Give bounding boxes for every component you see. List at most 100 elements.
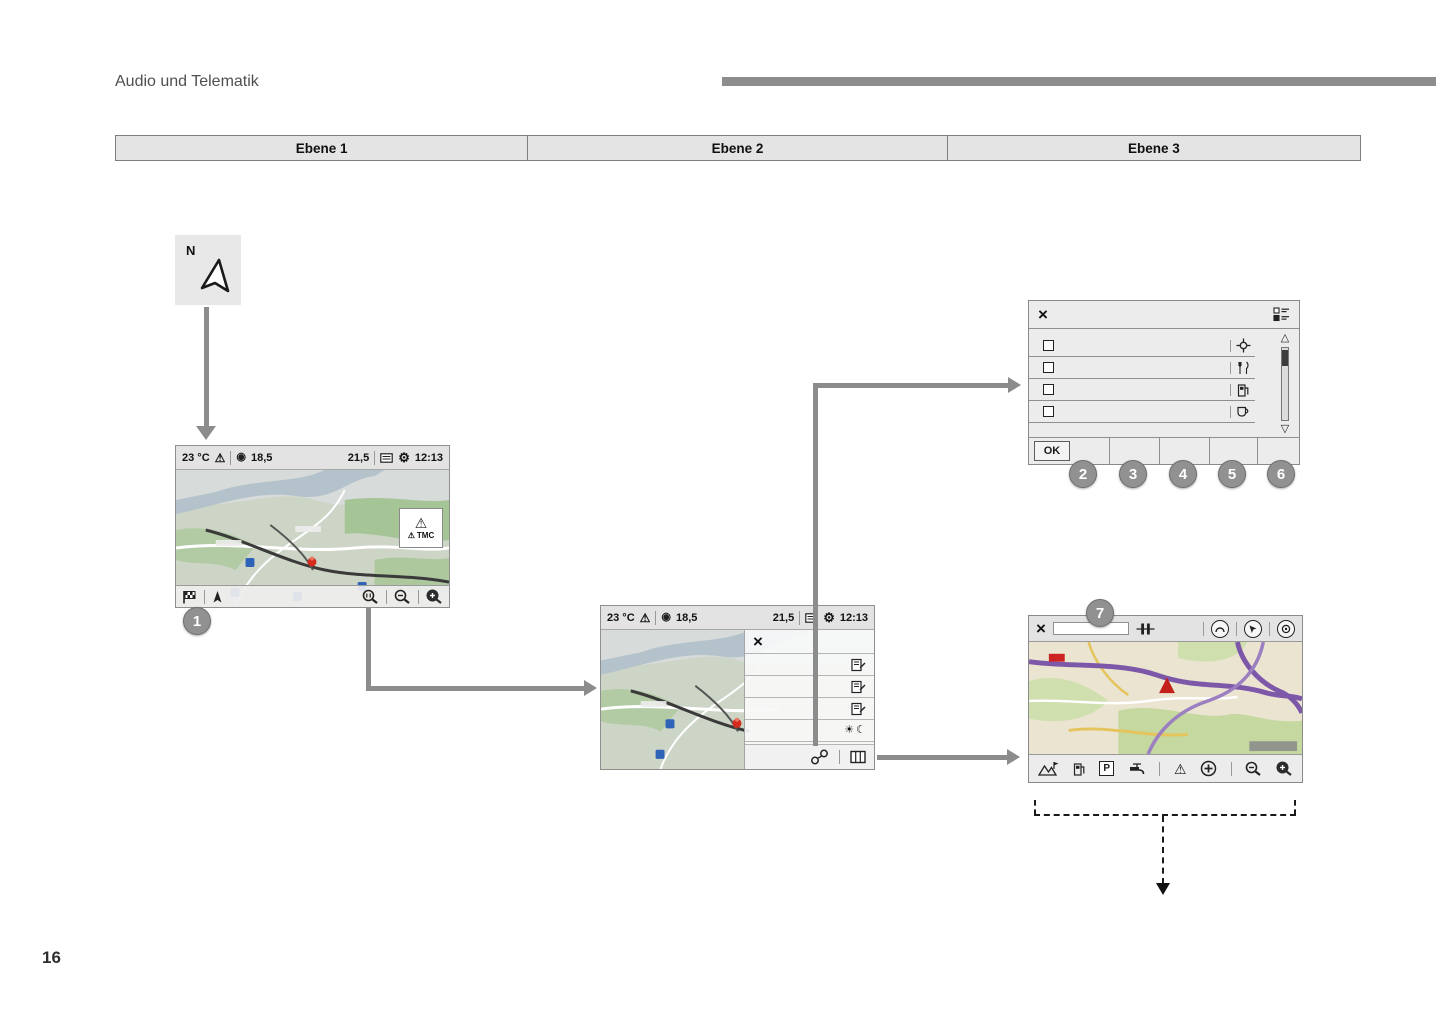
dashed-connector-horizontal [1034, 814, 1296, 816]
map3-topbar: × [1029, 616, 1302, 642]
scrollbar-track[interactable] [1281, 347, 1289, 421]
list-settings-icon[interactable] [1273, 307, 1290, 322]
poi-checkbox[interactable] [1043, 362, 1054, 373]
map-toolbar [176, 585, 449, 607]
flow-arrowhead-dialog [1008, 377, 1021, 393]
flow-arrowhead-compass [196, 426, 216, 440]
edit-list-icon [851, 680, 866, 694]
trip-value: 21,5 [772, 611, 795, 624]
poi-row-1[interactable] [1029, 335, 1255, 357]
separator [1159, 761, 1161, 776]
close-icon[interactable]: × [1038, 305, 1048, 324]
menu-item-edit-2[interactable] [745, 676, 874, 698]
services-icon[interactable] [1128, 762, 1146, 776]
route-alternatives-icon[interactable] [810, 749, 829, 765]
separator [386, 589, 387, 604]
poi-row-2[interactable] [1029, 357, 1255, 379]
poi-checkbox[interactable] [1043, 384, 1054, 395]
status-bar: 23 °C ⚠ ◉ 18,5 21,5 ⚙ 12:13 [601, 606, 874, 630]
map-view: × [601, 630, 874, 769]
dashed-arrowhead [1156, 883, 1170, 895]
separator [839, 750, 840, 764]
map-mode-icon[interactable] [850, 750, 866, 764]
traffic-button[interactable] [1211, 619, 1229, 638]
tuner-value: 18,5 [251, 451, 273, 464]
poi-checkbox[interactable] [1043, 406, 1054, 417]
zoom-in-icon[interactable] [1276, 761, 1293, 776]
fuel-station-icon[interactable] [1073, 762, 1086, 776]
compass-key: N [175, 235, 241, 305]
crosshair-icon [1231, 338, 1255, 353]
compass-north-icon [195, 257, 235, 301]
menu-item-edit-1[interactable] [745, 654, 874, 676]
warning-icon: ⚠ [639, 610, 651, 625]
edit-list-icon [851, 702, 866, 716]
menu-bottom-bar [745, 744, 874, 769]
slider-icon[interactable] [1136, 622, 1155, 636]
zoom-in-icon[interactable] [426, 589, 443, 604]
media-icon: ◉ [236, 451, 247, 463]
ok-button[interactable]: OK [1034, 441, 1070, 461]
dashed-connector-right [1294, 800, 1296, 815]
nav-screen-level2: 23 °C ⚠ ◉ 18,5 21,5 ⚙ 12:13 [600, 605, 875, 770]
status-bar: 23 °C ⚠ ◉ 18,5 21,5 ⚙ 12:13 [176, 446, 449, 470]
hazard-icon[interactable]: ⚠ [1173, 760, 1187, 777]
map-context-menu: × [744, 630, 874, 769]
warning-icon: ⚠ [407, 530, 415, 540]
map-screen-level3: × [1028, 615, 1303, 783]
separator [1230, 339, 1231, 352]
zoom-scale-icon[interactable] [362, 589, 379, 604]
separator [230, 450, 232, 465]
separator [1159, 438, 1160, 464]
poi-row-4[interactable] [1029, 401, 1255, 423]
menu-item-day-night[interactable]: ☀ ☾ [745, 720, 874, 742]
close-icon[interactable]: × [1036, 619, 1046, 638]
scrollbar[interactable]: △ ▽ [1276, 333, 1294, 435]
callout-1: 1 [183, 607, 211, 635]
poi-display-icon[interactable] [1038, 761, 1059, 776]
pointer-button[interactable] [1244, 619, 1262, 638]
clock: 12:13 [839, 611, 868, 624]
separator [655, 610, 657, 625]
separator [1269, 621, 1270, 636]
menu-item-edit-3[interactable] [745, 698, 874, 720]
outside-temperature: 23 °C [607, 611, 635, 624]
messages-icon [380, 452, 394, 463]
flow-arrow-dialog-h [813, 383, 1010, 388]
close-icon[interactable]: × [753, 632, 763, 651]
poi-checkbox[interactable] [1043, 340, 1054, 351]
tmc-alert-badge: ⚠ ⚠ TMC [399, 508, 443, 548]
menu-close-row: × [745, 630, 874, 654]
separator [1230, 361, 1231, 374]
map-view: ⚠ ⚠ TMC [176, 470, 449, 607]
callout-4: 4 [1169, 460, 1197, 488]
levels-table: Ebene 1 Ebene 2 Ebene 3 [115, 135, 1361, 161]
callout-5: 5 [1218, 460, 1246, 488]
day-night-icons: ☀ ☾ [844, 725, 866, 736]
tuner-value: 18,5 [676, 611, 698, 624]
callout-6: 6 [1267, 460, 1295, 488]
clock: 12:13 [414, 451, 443, 464]
tmc-row: ⚠ TMC [408, 531, 435, 540]
scroll-down-icon[interactable]: ▽ [1280, 423, 1290, 435]
add-poi-icon[interactable] [1200, 760, 1217, 777]
separator [374, 450, 376, 465]
separator [1203, 621, 1204, 636]
separator [1257, 438, 1258, 464]
north-arrow-icon[interactable] [212, 590, 223, 604]
poi-row-3[interactable] [1029, 379, 1255, 401]
destination-flag-icon[interactable] [182, 590, 197, 604]
zoom-out-icon[interactable] [394, 589, 411, 604]
scrollbar-thumb[interactable] [1282, 350, 1288, 366]
callout-7: 7 [1086, 599, 1114, 627]
flow-arrow-level1-v [366, 608, 371, 691]
page-title: Audio und Telematik [115, 73, 259, 90]
zoom-out-icon[interactable] [1245, 761, 1262, 776]
info-button[interactable] [1277, 619, 1295, 638]
scroll-up-icon[interactable]: △ [1280, 332, 1290, 344]
header-rule [722, 77, 1436, 86]
dashed-connector-left [1034, 800, 1036, 815]
map-graphic [1029, 642, 1302, 754]
parking-icon[interactable]: P [1099, 761, 1115, 776]
